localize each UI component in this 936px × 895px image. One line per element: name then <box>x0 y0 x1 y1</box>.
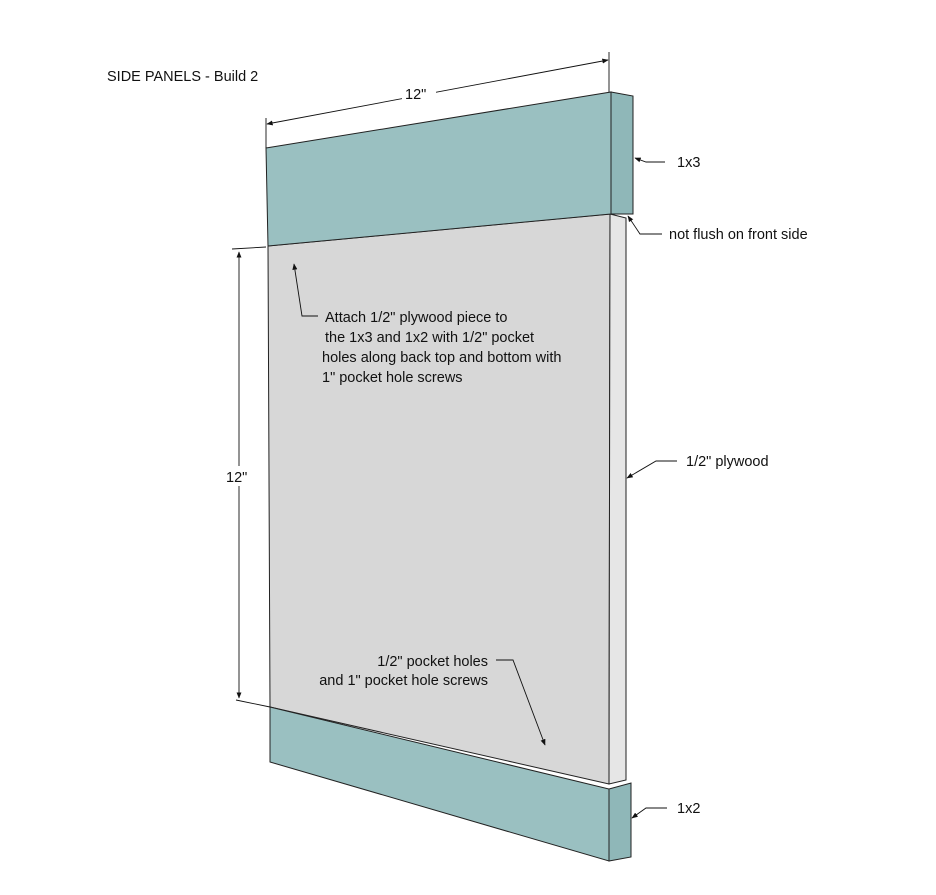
callout-bottom-rail-label: 1x2 <box>677 801 700 817</box>
callout-not-flush: not flush on front side <box>627 215 808 243</box>
pocket-note-line-1: 1/2" pocket holes <box>377 654 488 670</box>
callout-plywood: 1/2" plywood <box>626 454 769 479</box>
diagram-title: SIDE PANELS - Build 2 <box>107 69 258 85</box>
width-dimension-label: 12" <box>405 87 426 103</box>
attach-note-line-3: holes along back top and bottom with <box>322 350 561 366</box>
pocket-note: 1/2" pocket holes and 1" pocket hole scr… <box>319 654 546 746</box>
bottom-rail-1x2-side <box>608 782 632 862</box>
height-dimension-label: 12" <box>226 470 247 486</box>
callout-not-flush-label: not flush on front side <box>669 227 808 243</box>
callout-bottom-rail: 1x2 <box>631 801 700 819</box>
callout-top-rail: 1x3 <box>634 155 700 171</box>
plywood-panel-face <box>267 213 611 785</box>
attach-note-line-2: the 1x3 and 1x2 with 1/2" pocket <box>325 330 534 346</box>
attach-note-line-1: Attach 1/2" plywood piece to <box>325 310 507 326</box>
pocket-note-line-2: and 1" pocket hole screws <box>319 673 488 689</box>
attach-note: Attach 1/2" plywood piece to the 1x3 and… <box>292 263 561 386</box>
plywood-panel-edge <box>608 213 627 785</box>
callout-plywood-label: 1/2" plywood <box>686 454 769 470</box>
height-dimension: 12" <box>224 246 271 708</box>
top-rail-1x3-side <box>610 91 634 215</box>
callout-top-rail-label: 1x3 <box>677 155 700 171</box>
attach-note-line-4: 1" pocket hole screws <box>322 370 463 386</box>
width-dimension: 12" <box>265 52 610 148</box>
